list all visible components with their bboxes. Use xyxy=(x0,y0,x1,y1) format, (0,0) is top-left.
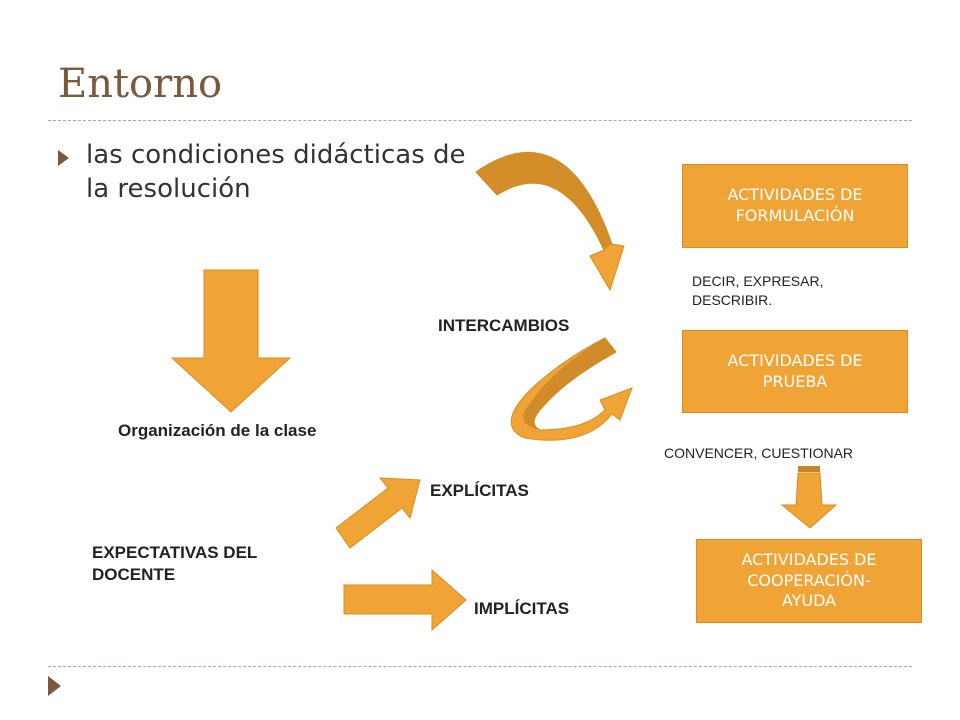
label-explicitas: EXPLÍCITAS xyxy=(430,481,529,500)
diagonal-arrow-explicitas xyxy=(335,477,421,549)
triangle-footer-icon xyxy=(48,676,61,696)
label-implicitas: IMPLÍCITAS xyxy=(474,599,570,618)
label-intercambios: INTERCAMBIOS xyxy=(438,316,570,335)
down-arrow-prueba-cap xyxy=(798,466,820,472)
box-formulacion-line1: ACTIVIDADES DE xyxy=(727,185,863,205)
label-decir: DECIR, EXPRESAR, DESCRIBIR. xyxy=(692,272,823,310)
down-arrow-prueba xyxy=(780,472,838,529)
box-cooperacion-line2: COOPERACIÓN- xyxy=(747,570,871,590)
label-organizacion: Organización de la clase xyxy=(118,421,317,440)
box-cooperacion-line3: AYUDA xyxy=(781,591,837,611)
title-divider xyxy=(48,120,912,121)
bullet-text: las condiciones didácticas de la resoluc… xyxy=(86,140,466,205)
box-cooperacion-line1: ACTIVIDADES DE xyxy=(741,549,877,569)
footer-divider xyxy=(48,666,912,667)
label-expectativas: EXPECTATIVAS DEL DOCENTE xyxy=(92,542,257,586)
box-actividades-formulacion: ACTIVIDADES DE FORMULACIÓN xyxy=(682,164,908,248)
slide-title: Entorno xyxy=(58,61,223,107)
right-arrow-implicitas xyxy=(343,568,467,632)
label-convencer: CONVENCER, CUESTIONAR xyxy=(664,445,854,461)
box-formulacion-line2: FORMULACIÓN xyxy=(735,206,855,225)
box-prueba-line2: PRUEBA xyxy=(762,371,828,391)
box-actividades-prueba: ACTIVIDADES DE PRUEBA xyxy=(682,330,908,413)
label-decir-line2: DESCRIBIR. xyxy=(692,291,773,308)
curved-arrow-top-shade xyxy=(476,152,612,250)
triangle-bullet-icon xyxy=(58,150,69,166)
box-prueba-line1: ACTIVIDADES DE xyxy=(727,350,863,370)
label-decir-line1: DECIR, EXPRESAR, xyxy=(692,273,824,289)
down-arrow-organizacion xyxy=(170,269,292,413)
label-expectativas-line1: EXPECTATIVAS DEL xyxy=(92,543,258,562)
box-actividades-cooperacion: ACTIVIDADES DE COOPERACIÓN- AYUDA xyxy=(696,539,922,623)
curved-arrow-middle-shade xyxy=(523,338,616,430)
label-expectativas-line2: DOCENTE xyxy=(92,565,176,585)
